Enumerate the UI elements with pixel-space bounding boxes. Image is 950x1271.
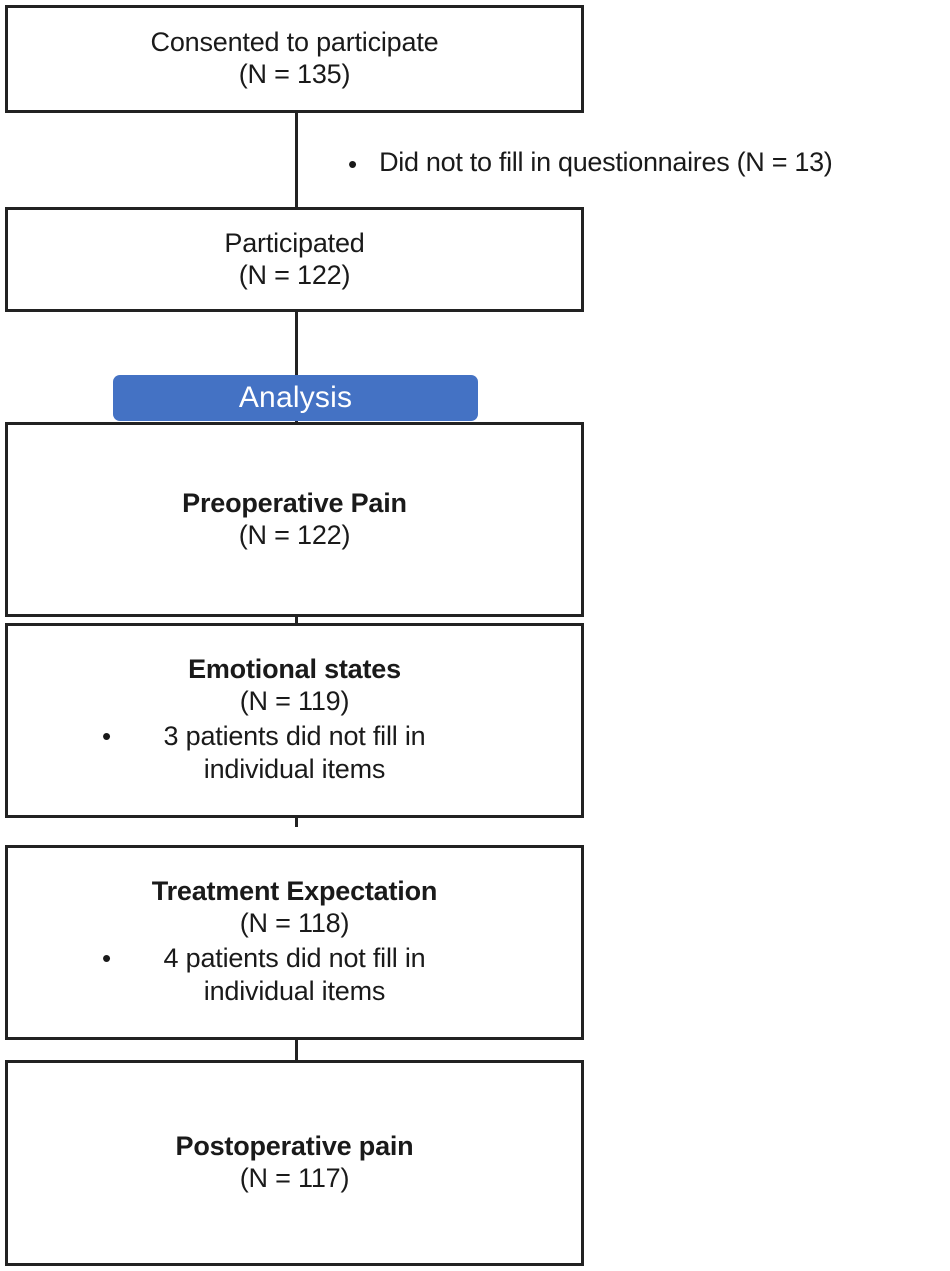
- analysis-banner: Analysis: [113, 375, 478, 421]
- node-postoperative-pain-title: Postoperative pain: [175, 1131, 414, 1162]
- bullet-icon: •: [102, 720, 112, 751]
- node-treatment-expectation-bullet-text: 4 patients did not fill in individual it…: [163, 942, 426, 1007]
- node-emotional-states-bullet-text: 3 patients did not fill in individual it…: [163, 720, 426, 785]
- exclusion-not-filled-questionnaires: • Did not to fill in questionnaires (N =…: [348, 146, 833, 178]
- connector-treatment-to-postoperative: [295, 1037, 298, 1065]
- node-participated-count: (N = 122): [238, 259, 351, 290]
- node-emotional-states-title: Emotional states: [188, 653, 401, 684]
- connector-participated-to-analysis: [295, 312, 298, 425]
- node-treatment-expectation-title: Treatment Expectation: [151, 875, 438, 906]
- bullet-icon: •: [102, 942, 112, 973]
- node-participated-title: Participated: [224, 227, 365, 258]
- connector-emotional-to-treatment: [295, 815, 298, 827]
- node-participated: Participated (N = 122): [5, 207, 584, 312]
- node-treatment-expectation-count: (N = 118): [239, 907, 350, 938]
- exclusion-text: Did not to fill in questionnaires (N = 1…: [379, 147, 833, 177]
- node-emotional-states: Emotional states (N = 119) • 3 patients …: [5, 623, 584, 818]
- node-preoperative-pain-title: Preoperative Pain: [182, 487, 407, 518]
- node-emotional-states-count: (N = 119): [239, 685, 350, 716]
- node-consented-title: Consented to participate: [150, 27, 439, 58]
- node-treatment-expectation-bullet-row: • 4 patients did not fill in individual …: [8, 942, 581, 1010]
- analysis-banner-label: Analysis: [238, 381, 353, 414]
- node-emotional-states-bullet-row: • 3 patients did not fill in individual …: [8, 720, 581, 788]
- node-preoperative-pain-count: (N = 122): [238, 519, 351, 550]
- node-postoperative-pain: Postoperative pain (N = 117): [5, 1060, 584, 1266]
- node-treatment-expectation: Treatment Expectation (N = 118) • 4 pati…: [5, 845, 584, 1040]
- node-consented: Consented to participate (N = 135): [5, 5, 584, 113]
- node-preoperative-pain: Preoperative Pain (N = 122): [5, 422, 584, 617]
- node-postoperative-pain-count: (N = 117): [239, 1163, 350, 1193]
- bullet-icon: •: [348, 149, 358, 179]
- connector-preoperative-to-emotional: [295, 614, 298, 626]
- node-consented-count: (N = 135): [238, 59, 351, 89]
- connector-consented-to-participated: [295, 113, 298, 207]
